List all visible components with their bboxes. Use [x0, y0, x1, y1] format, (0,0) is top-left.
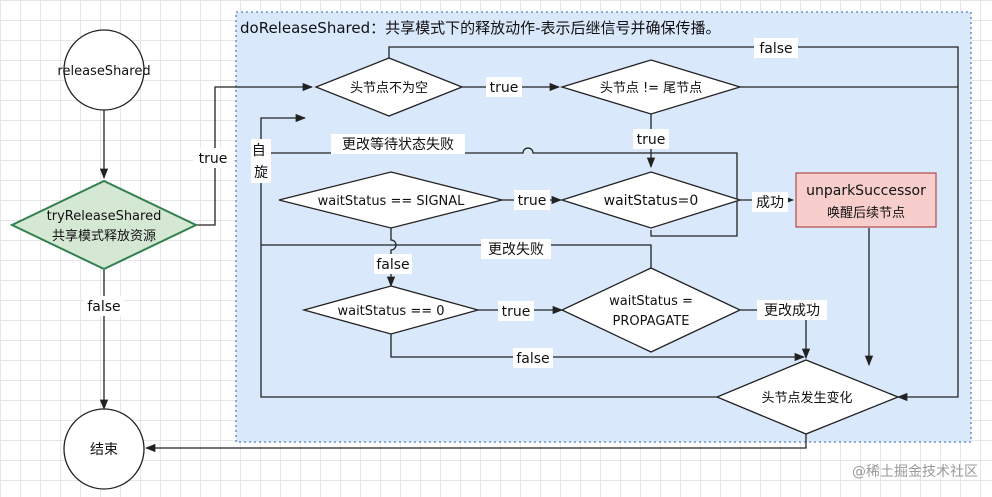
label-zero-false: false [516, 351, 549, 367]
try-release-label-2: 共享模式释放资源 [52, 228, 156, 244]
label-change-fail: 更改失败 [488, 242, 544, 258]
ws-cas-zero-decision[interactable] [559, 171, 743, 229]
edge-change-fail [261, 244, 652, 268]
head-changed-decision[interactable] [715, 359, 900, 435]
end-label: 结束 [90, 442, 118, 458]
unpark-label-2: 唤醒后续节点 [827, 206, 905, 221]
end-node[interactable] [63, 408, 145, 490]
edge-head-changed-to-end [144, 432, 807, 453]
edge-head-not-null-false [388, 46, 959, 402]
head-changed-label: 头节点发生变化 [761, 390, 852, 406]
head-not-tail-label: 头节点 != 尾节点 [600, 81, 702, 96]
label-zero-true: true [502, 304, 531, 320]
start-label: releaseShared [57, 64, 150, 79]
label-spin-char-1: 自 [252, 143, 266, 159]
watermark: @稀土掘金技术社区 [852, 464, 978, 480]
edge-zero-false [390, 333, 806, 362]
label-spin: 自 旋 [252, 143, 270, 181]
label-update-wait-fail: 更改等待状态失败 [342, 136, 454, 153]
head-not-null-label: 头节点不为空 [350, 81, 428, 96]
label-signal-true: true [518, 193, 547, 209]
ws-signal-decision[interactable] [278, 171, 503, 229]
ws-propagate-decision[interactable] [560, 267, 742, 353]
start-release-shared[interactable] [63, 29, 145, 111]
ws-signal-label: waitStatus == SIGNAL [318, 194, 466, 209]
group-title: doReleaseShared：共享模式下的释放动作-表示后继信号并确保传播。 [240, 19, 721, 37]
label-change-success: 更改成功 [764, 303, 820, 319]
label-spin-char-2: 旋 [254, 165, 268, 181]
label-try-false: false [87, 299, 120, 315]
try-release-shared-decision[interactable] [9, 179, 199, 271]
head-not-tail-decision[interactable] [559, 59, 743, 115]
edge-spin-loop [260, 113, 717, 398]
ws-propagate-label-1: waitStatus = [609, 294, 693, 309]
label-head-not-null-false: false [759, 41, 792, 57]
label-signal-false: false [376, 257, 409, 273]
ws-zero-label: waitStatus == 0 [337, 304, 444, 319]
ws-propagate-label-2: PROPAGATE [613, 314, 690, 329]
label-head-not-null-true: true [490, 80, 519, 96]
edge-update-wait-fail [261, 147, 738, 237]
try-release-label-1: tryReleaseShared [47, 209, 162, 224]
label-try-true: true [199, 151, 228, 167]
label-head-not-tail-true: true [637, 132, 666, 148]
ws-cas-zero-label: waitStatus=0 [604, 193, 699, 209]
unpark-successor-box[interactable] [795, 172, 937, 228]
label-success: 成功 [756, 195, 784, 211]
head-not-null-decision[interactable] [314, 57, 464, 117]
ws-zero-decision[interactable] [301, 285, 481, 335]
unpark-label-1: unparkSuccessor [806, 183, 926, 199]
